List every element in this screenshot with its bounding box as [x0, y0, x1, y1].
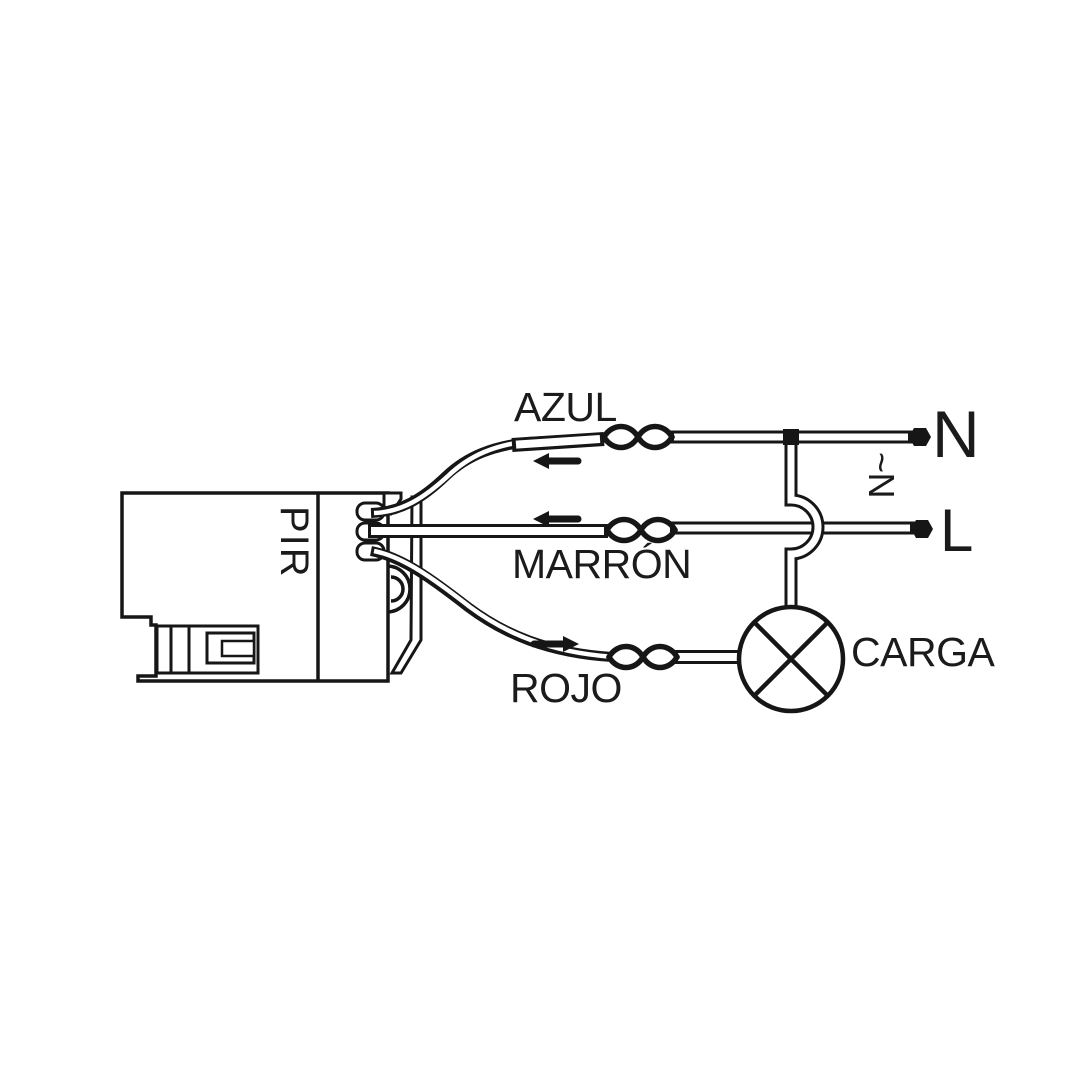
- pir-device: [120, 491, 423, 683]
- cable-clamp: [386, 564, 412, 614]
- wire-label-azul: AZUL: [514, 384, 617, 430]
- pir-terminal-block: [155, 624, 260, 675]
- terminal-pin-icon-l: [911, 520, 933, 538]
- wire-azul: [370, 432, 605, 518]
- terminal-label-line: L: [940, 497, 973, 564]
- lamp-cross-circle-icon: [736, 604, 846, 714]
- junction-dot-icon: [783, 429, 799, 445]
- flow-arrow-left-icon: [533, 511, 582, 527]
- load-label: CARGA: [851, 629, 995, 675]
- device-bracket-wall: [389, 495, 423, 675]
- wire-label-rojo: ROJO: [510, 665, 622, 711]
- wire-label-marron: MARRÓN: [512, 541, 692, 587]
- device-label: PIR: [272, 506, 316, 579]
- branch-to-load: [784, 437, 825, 610]
- supply-note-label: ~N: [861, 452, 902, 499]
- terminal-pin-icon-n: [909, 428, 931, 446]
- wire-rojo: [369, 546, 742, 664]
- twisted-wire-splice-icon: [607, 520, 675, 541]
- flow-arrow-right-icon: [530, 636, 579, 652]
- flow-arrow-left-icon: [533, 453, 582, 469]
- terminal-label-neutral: N: [932, 397, 980, 471]
